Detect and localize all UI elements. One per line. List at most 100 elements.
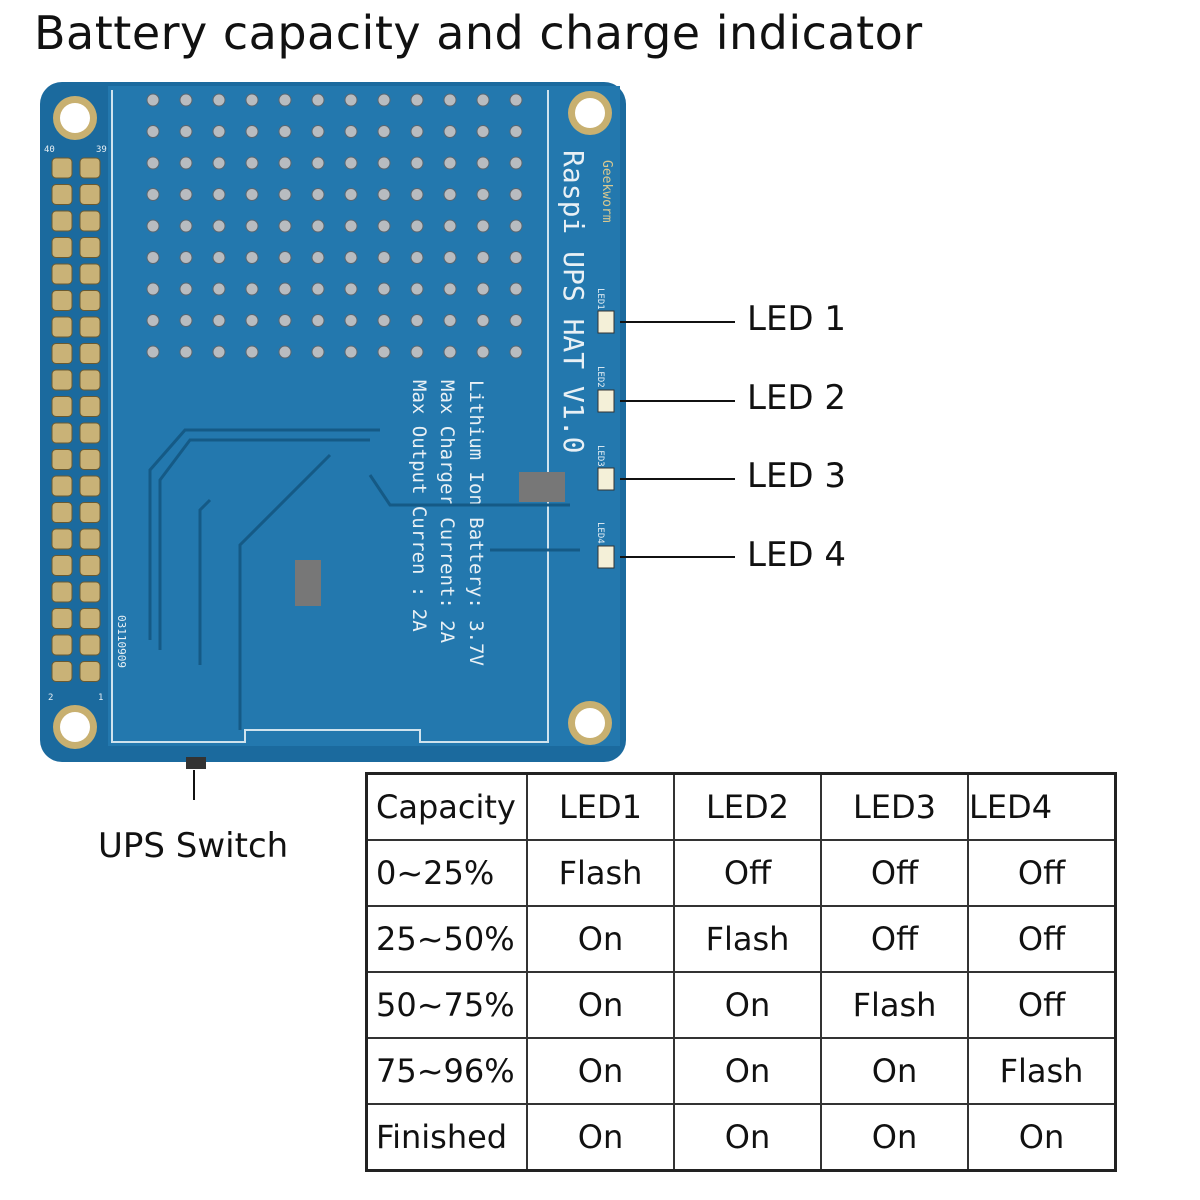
proto-hole	[212, 282, 226, 296]
proto-hole	[377, 314, 391, 327]
header-pin	[51, 555, 73, 576]
proto-hole	[344, 282, 358, 296]
header-pin	[79, 316, 101, 338]
header-pin	[79, 157, 101, 179]
header-pin	[79, 608, 101, 629]
proto-hole	[278, 314, 292, 327]
proto-hole	[212, 219, 226, 233]
table-cell: On	[673, 1103, 822, 1172]
proto-hole	[311, 219, 325, 233]
proto-hole	[311, 282, 325, 296]
header-pin	[79, 369, 101, 391]
proto-hole	[245, 219, 259, 233]
header-pin	[79, 581, 101, 603]
proto-hole	[311, 188, 325, 201]
proto-hole	[245, 251, 259, 264]
chip-footprint	[295, 560, 321, 606]
table-cell: 0~25%	[365, 839, 528, 907]
proto-hole	[476, 282, 490, 296]
spec-silk-2: Max Charger Current: 2A	[436, 380, 458, 644]
proto-hole	[212, 251, 226, 264]
proto-hole	[410, 125, 424, 138]
header-pin	[51, 528, 73, 550]
led1-silk: LED1	[595, 288, 605, 310]
proto-hole	[245, 156, 259, 170]
proto-hole	[443, 345, 457, 359]
proto-hole	[245, 125, 259, 138]
proto-hole	[278, 93, 292, 107]
table-cell: 25~50%	[365, 905, 528, 973]
table-cell: On	[673, 1037, 822, 1105]
code-silk: 03110909	[115, 615, 128, 668]
proto-hole	[476, 314, 490, 327]
proto-hole	[443, 188, 457, 201]
table-header-row: Capacity LED1 LED2 LED3 LED4	[365, 772, 1117, 841]
proto-hole	[146, 282, 160, 296]
proto-hole	[344, 93, 358, 107]
table-cell: On	[526, 1037, 675, 1105]
proto-hole	[377, 156, 391, 170]
header-cell: LED1	[526, 772, 675, 841]
proto-hole	[377, 93, 391, 107]
header-pin	[79, 475, 101, 497]
table-cell: Off	[673, 839, 822, 907]
proto-hole	[476, 345, 490, 359]
leds	[597, 310, 615, 569]
proto-hole	[179, 188, 193, 201]
table-cell: Flash	[526, 839, 675, 907]
header-pin	[51, 634, 73, 656]
header-cell: LED2	[673, 772, 822, 841]
header-pin	[51, 343, 73, 364]
proto-hole	[410, 345, 424, 359]
proto-hole	[245, 314, 259, 327]
header-pin	[79, 343, 101, 364]
mounting-holes	[53, 91, 612, 749]
proto-hole	[212, 125, 226, 138]
ups-switch[interactable]	[186, 757, 206, 769]
proto-hole	[410, 188, 424, 201]
led4-silk: LED4	[595, 522, 605, 544]
proto-hole	[179, 156, 193, 170]
header-pin	[51, 502, 73, 523]
proto-hole	[377, 188, 391, 201]
header-pin	[51, 369, 73, 391]
proto-hole	[443, 93, 457, 107]
table-cell: Off	[967, 905, 1117, 973]
proto-hole	[146, 188, 160, 201]
header-pin	[51, 237, 73, 258]
proto-hole	[377, 251, 391, 264]
proto-hole	[245, 282, 259, 296]
proto-hole	[410, 314, 424, 327]
page-title: Battery capacity and charge indicator	[34, 6, 923, 60]
proto-hole	[509, 345, 523, 359]
proto-hole	[311, 156, 325, 170]
proto-hole	[476, 219, 490, 233]
callout-ups-switch: UPS Switch	[98, 826, 289, 866]
header-pin	[51, 422, 73, 444]
header-pin	[79, 555, 101, 576]
proto-hole	[344, 314, 358, 327]
proto-hole	[179, 345, 193, 359]
proto-hole	[146, 314, 160, 327]
proto-hole	[410, 156, 424, 170]
proto-hole	[509, 251, 523, 264]
proto-hole	[377, 219, 391, 233]
proto-hole	[278, 345, 292, 359]
table-cell: Off	[967, 839, 1117, 907]
proto-hole	[146, 251, 160, 264]
table-cell: Off	[820, 905, 969, 973]
header-cell: LED4	[967, 772, 1117, 841]
proto-hole	[509, 314, 523, 327]
proto-hole	[410, 282, 424, 296]
proto-hole	[344, 345, 358, 359]
proto-hole	[212, 314, 226, 327]
proto-hole	[278, 219, 292, 233]
proto-hole	[344, 251, 358, 264]
proto-hole	[212, 188, 226, 201]
table-cell: Flash	[673, 905, 822, 973]
proto-hole	[212, 345, 226, 359]
